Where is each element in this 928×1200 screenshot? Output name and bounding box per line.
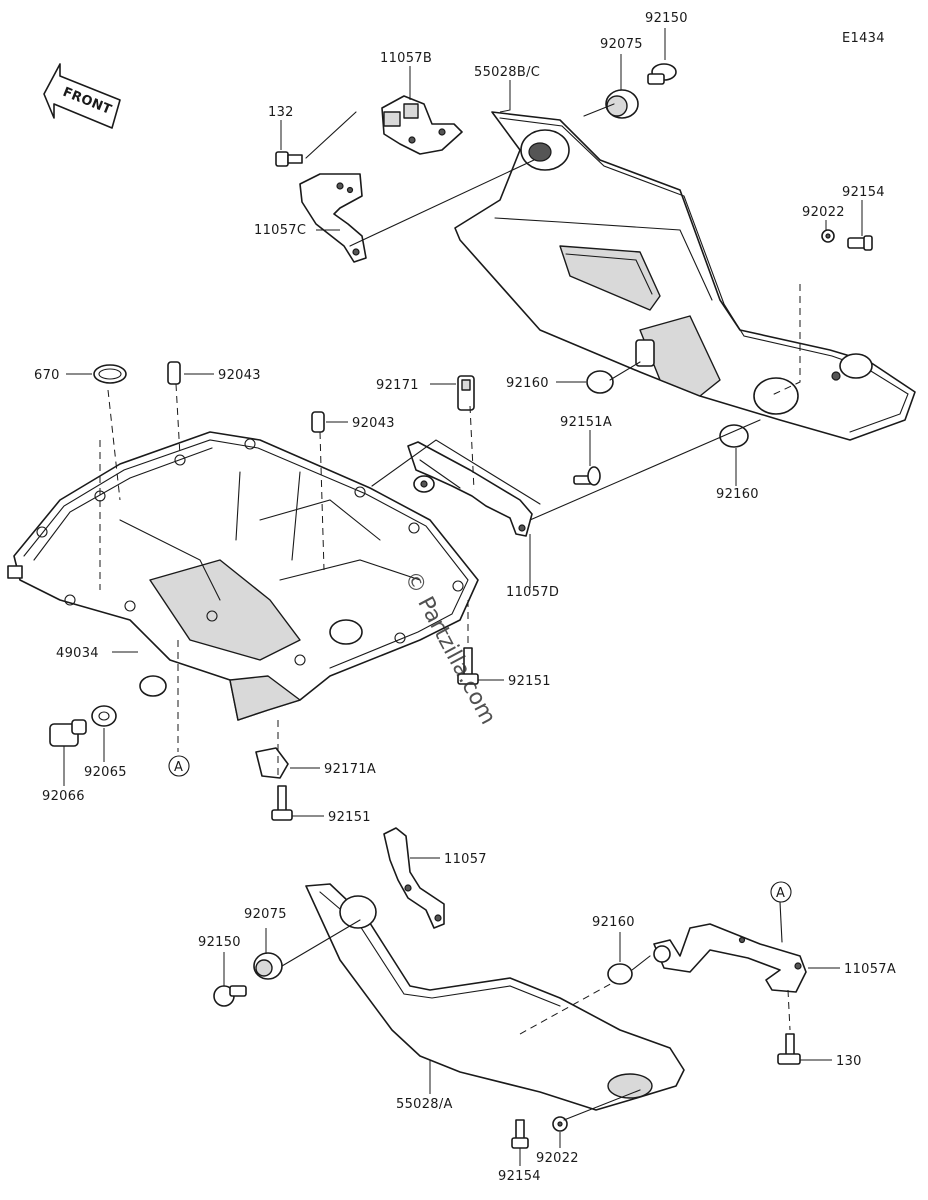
callout-11057: 11057 [444, 852, 487, 867]
callout-92022-bot: 92022 [536, 1151, 579, 1166]
grommet-92160-b [719, 424, 749, 448]
grommet-92160-c [607, 963, 633, 985]
callout-92043-b: 92043 [352, 416, 395, 431]
bracket-11057D [407, 441, 533, 537]
grommet-92160-a [586, 370, 614, 394]
callout-92151-b: 92151 [328, 810, 371, 825]
bracket-11057B [381, 95, 463, 155]
leader-lines [63, 28, 863, 1166]
bolt-92150-bot [213, 985, 247, 1007]
clip-92171 [457, 375, 475, 411]
bracket-11057C [299, 173, 367, 263]
callout-92154-bot: 92154 [498, 1169, 541, 1184]
callout-92160-c: 92160 [592, 915, 635, 930]
front-arrow-icon: FRONT [43, 63, 121, 129]
callout-92160-a: 92160 [506, 376, 549, 391]
dowel-92043-a [167, 361, 181, 385]
callout-92075-top: 92075 [600, 37, 643, 52]
callout-92150-bot: 92150 [198, 935, 241, 950]
lower-guard-cover [305, 883, 685, 1111]
bolt-92154-top [847, 235, 873, 251]
callout-92075-bot: 92075 [244, 907, 287, 922]
bolt-132 [275, 151, 303, 167]
callout-670: 670 [34, 368, 60, 383]
bolt-92150-top [647, 63, 677, 85]
callout-92043-a: 92043 [218, 368, 261, 383]
grommet-92075-top [605, 89, 639, 119]
callout-92150-top: 92150 [645, 11, 688, 26]
callout-92151-a: 92151 [508, 674, 551, 689]
svg-text:A: A [174, 760, 183, 775]
callout-92065: 92065 [84, 765, 127, 780]
oil-pan-49034 [7, 431, 479, 721]
svg-text:A: A [776, 886, 785, 901]
bolt-92151-b [271, 785, 293, 821]
callout-92171: 92171 [376, 378, 419, 393]
washer-92022-bot [552, 1116, 568, 1132]
callout-92154-top: 92154 [842, 185, 885, 200]
bolt-130 [777, 1033, 801, 1065]
ref-marker-a-right: A [770, 881, 792, 903]
callout-49034: 49034 [56, 646, 99, 661]
callout-132: 132 [268, 105, 294, 120]
bracket-11057A [653, 923, 807, 993]
bolt-92154-bot [511, 1119, 529, 1149]
grommet-92075-bot [253, 952, 283, 980]
callout-92066: 92066 [42, 789, 85, 804]
callout-labels: 92150 92075 11057B 55028B/C 132 11057C 9… [34, 11, 896, 1184]
washer-92022-top [821, 229, 835, 243]
callout-11057C: 11057C [254, 223, 306, 238]
callout-92022-top: 92022 [802, 205, 845, 220]
callout-130: 130 [836, 1054, 862, 1069]
bolt-92151-a [457, 647, 479, 685]
dowel-92043-b [311, 411, 325, 433]
callout-55028BC: 55028B/C [474, 65, 540, 80]
washer-92065 [91, 705, 117, 727]
bracket-11057 [383, 827, 445, 929]
drain-plug-92066 [49, 719, 87, 747]
callout-92160-b: 92160 [716, 487, 759, 502]
callout-92171A: 92171A [324, 762, 376, 777]
bolt-92151A [573, 466, 601, 486]
clip-92171A [255, 747, 289, 779]
diagram-code: E1434 [842, 31, 885, 46]
callout-55028A: 55028/A [396, 1097, 453, 1112]
o-ring-670 [93, 364, 127, 384]
callout-92151A: 92151A [560, 415, 612, 430]
callout-11057B: 11057B [380, 51, 432, 66]
callout-11057A: 11057A [844, 962, 896, 977]
ref-marker-a-left: A [168, 755, 190, 777]
callout-11057D: 11057D [506, 585, 559, 600]
